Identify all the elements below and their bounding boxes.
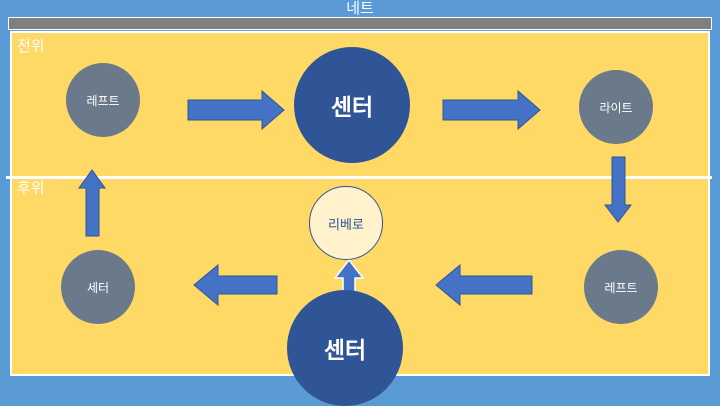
player-front-center: 센터 [294, 47, 410, 163]
arrow-back-center-to-left [193, 263, 278, 307]
front-zone-label: 전위 [17, 37, 45, 55]
player-front-right: 라이트 [579, 70, 653, 144]
arrow-front-center-to-right [442, 89, 541, 131]
arrow-left-up [78, 169, 106, 237]
player-libero-label: 리베로 [328, 217, 364, 233]
player-back-right-label: 레프트 [604, 280, 638, 295]
player-back-left: 세터 [61, 250, 135, 324]
player-front-center-label: 센터 [330, 95, 374, 121]
player-libero: 리베로 [309, 186, 383, 260]
arrow-back-right-to-center [435, 263, 533, 307]
back-zone-label: 후위 [17, 179, 45, 197]
player-back-right: 레프트 [584, 250, 658, 324]
player-front-left-label: 레프트 [86, 93, 120, 108]
court-midline [6, 176, 712, 179]
player-front-right-label: 라이트 [599, 100, 633, 115]
player-front-left: 레프트 [66, 63, 140, 137]
player-back-center: 센터 [287, 290, 403, 406]
arrow-right-down [603, 156, 633, 223]
player-back-center-label: 센터 [323, 338, 367, 364]
player-back-left-label: 세터 [86, 280, 110, 295]
net-label: 네트 [346, 0, 374, 17]
net-bar [8, 17, 712, 30]
arrow-front-left-to-center [187, 89, 285, 131]
